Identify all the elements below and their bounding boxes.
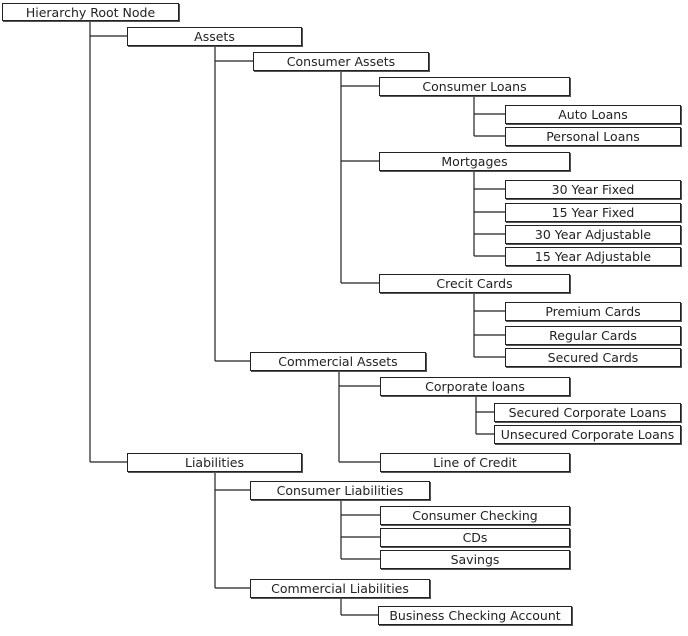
node-mortgages: Mortgages: [379, 152, 570, 171]
node-assets: Assets: [127, 27, 302, 46]
node-savings: Savings: [380, 550, 570, 569]
node-business-checking-account: Business Checking Account: [378, 606, 572, 625]
node-consumer-assets: Consumer Assets: [253, 52, 429, 71]
node-regular-cards: Regular Cards: [505, 326, 681, 345]
node-premium-cards: Premium Cards: [505, 302, 681, 321]
node-auto-loans: Auto Loans: [505, 105, 681, 124]
node-15-year-adjustable: 15 Year Adjustable: [505, 247, 681, 266]
node-consumer-loans: Consumer Loans: [379, 77, 570, 96]
node-unsecured-corporate-loans: Unsecured Corporate Loans: [494, 425, 681, 444]
node-corporate-loans: Corporate loans: [380, 377, 570, 396]
node-commercial-assets: Commercial Assets: [250, 352, 426, 371]
node-personal-loans: Personal Loans: [505, 127, 681, 146]
node-liabilities: Liabilities: [127, 453, 302, 472]
node-15-year-fixed: 15 Year Fixed: [505, 203, 681, 222]
node-consumer-checking: Consumer Checking: [380, 506, 570, 525]
node-cds: CDs: [380, 528, 570, 547]
node-hierarchy-root: Hierarchy Root Node: [2, 3, 179, 21]
node-secured-corporate-loans: Secured Corporate Loans: [494, 403, 681, 422]
node-credit-cards: Crecit Cards: [379, 274, 570, 293]
node-line-of-credit: Line of Credit: [380, 453, 570, 472]
node-30-year-fixed: 30 Year Fixed: [505, 180, 681, 199]
node-secured-cards: Secured Cards: [505, 348, 681, 367]
node-consumer-liabilities: Consumer Liabilities: [250, 481, 430, 500]
node-commercial-liabilities: Commercial Liabilities: [250, 579, 430, 598]
node-30-year-adjustable: 30 Year Adjustable: [505, 225, 681, 244]
